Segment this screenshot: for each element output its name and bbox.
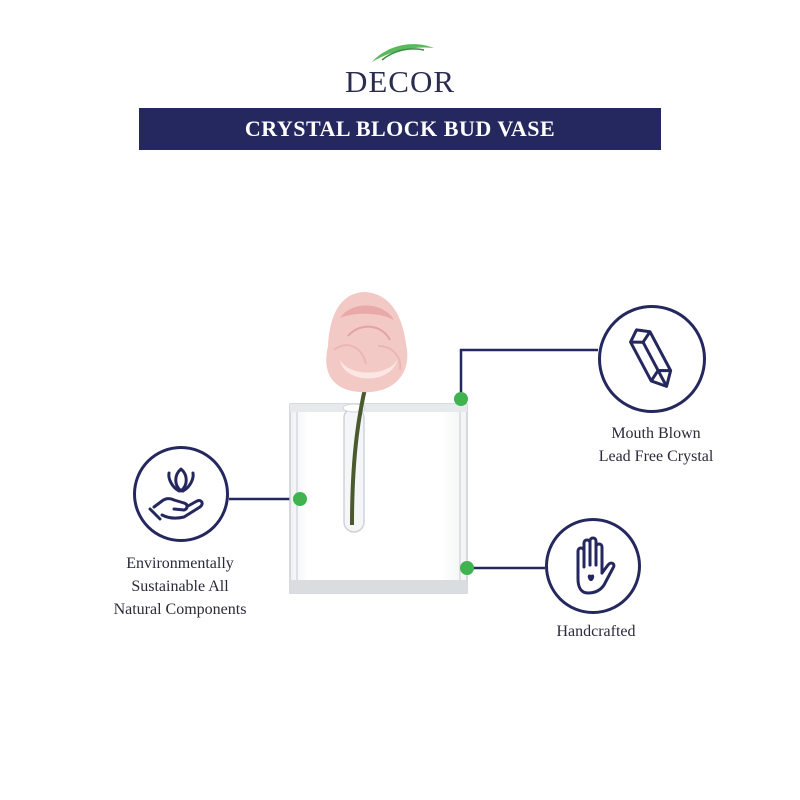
crystal-icon [629,328,673,388]
feature-label-line: Environmentally [126,555,234,572]
brand-logo: DECOR [0,38,800,99]
feature-label-line: Mouth Blown [611,425,701,442]
page-title-banner: CRYSTAL BLOCK BUD VASE [139,108,661,150]
crystal-vase [289,383,468,594]
feature-label-line: Sustainable All [131,578,229,595]
accent-dot [460,561,474,575]
feature-label-line: Natural Components [113,601,247,618]
leaf-hand-icon [148,467,204,521]
connector-lines [229,348,598,570]
accent-dots [293,392,474,575]
heart-hand-icon [576,536,616,595]
feature-icon-circle [545,518,641,614]
rose-flower [326,292,408,393]
feature-icon-circle [133,446,229,542]
accent-dot [293,492,307,506]
feature-icon-circle [598,305,706,413]
leaf-swoosh-icon [372,44,434,62]
feature-label-environment: Environmentally Sustainable All Natural … [80,552,280,621]
feature-label-crystal: Mouth Blown Lead Free Crystal [556,422,756,468]
logo-text: DECOR [344,64,456,99]
accent-dot [454,392,468,406]
feature-label-handcrafted: Handcrafted [496,620,696,643]
feature-label-line: Lead Free Crystal [598,448,714,465]
feature-label-line: Handcrafted [556,623,636,640]
